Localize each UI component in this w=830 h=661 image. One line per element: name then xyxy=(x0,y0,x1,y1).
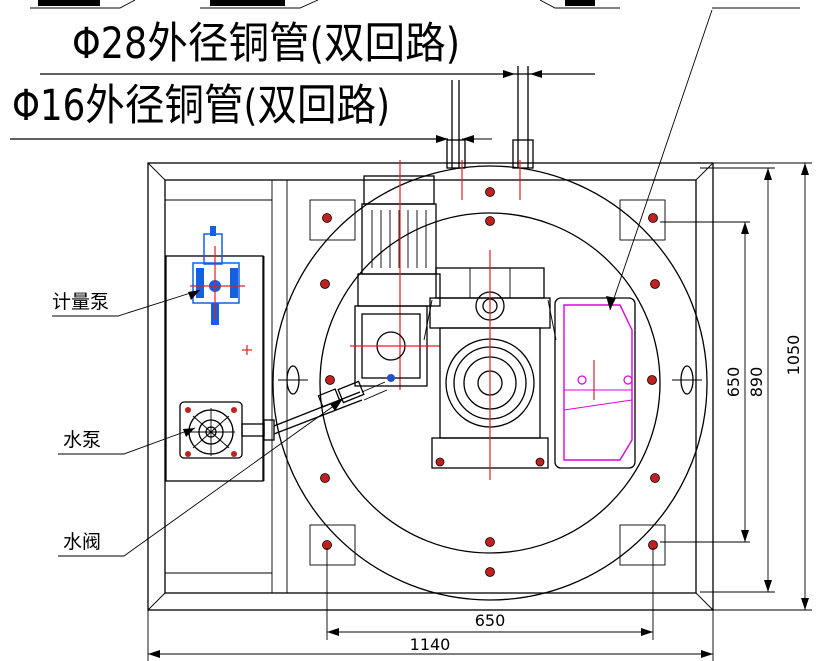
metering-pump-label: 计量泵 xyxy=(52,291,109,313)
horizontal-dimensions xyxy=(147,548,714,661)
dimension-650-vertical: 650 xyxy=(724,367,743,398)
dimension-1140-horizontal: 1140 xyxy=(410,635,451,654)
hopper-leader xyxy=(609,9,713,311)
bolt-holes xyxy=(278,187,702,577)
hopper-leader-arrow xyxy=(606,296,616,310)
water-pump-leader xyxy=(58,427,196,455)
gearbox xyxy=(423,250,557,480)
dimension-650-horizontal: 650 xyxy=(475,611,506,630)
water-pump-drawing xyxy=(179,401,275,459)
dimension-890-vertical: 890 xyxy=(747,367,766,398)
pipe-28-label: Φ28外径铜管(双回路) xyxy=(72,19,460,69)
metering-pump-leader xyxy=(52,289,201,317)
water-valve-leader-arrow xyxy=(330,400,342,411)
center-marks xyxy=(461,160,521,200)
metering-pump-drawing xyxy=(190,226,252,355)
vertical-dimensions xyxy=(660,162,812,611)
dimension-1050-vertical: 1050 xyxy=(784,335,803,376)
pipe-16-label: Φ16外径铜管(双回路) xyxy=(12,81,390,131)
pipe-dimension-arrows xyxy=(420,70,570,143)
hopper xyxy=(554,297,636,469)
metering-pump-leader-arrow xyxy=(188,290,200,300)
frame xyxy=(147,162,714,611)
water-pump-label: 水泵 xyxy=(63,429,101,451)
water-pump-leader-arrow xyxy=(183,428,195,437)
coupling-box xyxy=(350,305,440,387)
copper-pipes xyxy=(446,66,534,169)
water-valve-leader xyxy=(58,399,343,557)
main-disc xyxy=(272,165,708,601)
motor xyxy=(357,160,441,390)
water-valve-label: 水阀 xyxy=(63,531,101,553)
top-cropped-labels xyxy=(30,0,800,9)
